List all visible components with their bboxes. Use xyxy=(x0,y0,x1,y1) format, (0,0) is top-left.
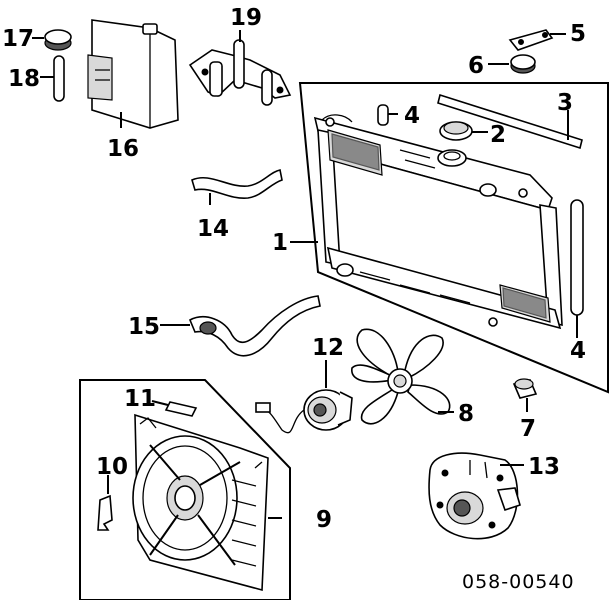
callout-14: 14 xyxy=(197,216,229,242)
callout-13: 13 xyxy=(528,454,560,480)
callout-19: 19 xyxy=(230,5,262,31)
radiator-seal xyxy=(437,93,583,150)
fan-motor xyxy=(255,360,353,434)
callout-12: 12 xyxy=(312,335,344,361)
callout-5: 5 xyxy=(570,21,586,47)
callout-11: 11 xyxy=(124,386,156,412)
water-pump xyxy=(428,452,524,540)
radiator-mount-cushion-upper xyxy=(377,104,398,126)
radiator-mount-cushion-lower xyxy=(570,199,584,338)
reserve-tank-cap xyxy=(32,29,72,51)
callout-4-lower: 4 xyxy=(570,338,586,364)
callout-1: 1 xyxy=(272,230,288,256)
shroud-clip xyxy=(97,475,113,531)
callout-18: 18 xyxy=(8,66,40,92)
callout-7: 7 xyxy=(520,416,536,442)
radiator-assembly xyxy=(298,82,609,394)
cooling-fan xyxy=(351,328,454,425)
callout-2: 2 xyxy=(490,122,506,148)
reserve-tank xyxy=(87,19,179,129)
upper-radiator-hose xyxy=(191,169,283,205)
callout-16: 16 xyxy=(107,136,139,162)
grommet xyxy=(488,54,536,74)
callout-6: 6 xyxy=(468,53,484,79)
callout-10: 10 xyxy=(96,454,128,480)
shroud-label xyxy=(151,400,198,417)
water-pipe xyxy=(188,30,292,106)
callout-17: 17 xyxy=(2,26,34,52)
callout-3: 3 xyxy=(557,90,573,116)
radiator-bracket xyxy=(508,29,566,51)
callout-labels: 1 2 3 4 4 5 6 7 8 9 10 11 12 13 14 15 16… xyxy=(2,5,586,533)
callout-9: 9 xyxy=(316,507,332,533)
radiator-core-fins xyxy=(327,129,551,323)
lower-radiator-hose xyxy=(160,295,321,357)
diagram-code: 058-00540 xyxy=(462,571,575,593)
callout-15: 15 xyxy=(128,314,160,340)
callout-4-upper: 4 xyxy=(404,103,420,129)
drain-plug xyxy=(512,378,538,412)
overflow-tube xyxy=(40,55,65,102)
fan-shroud-assembly xyxy=(79,379,291,600)
radiator-cap xyxy=(439,121,488,141)
callout-8: 8 xyxy=(458,401,474,427)
